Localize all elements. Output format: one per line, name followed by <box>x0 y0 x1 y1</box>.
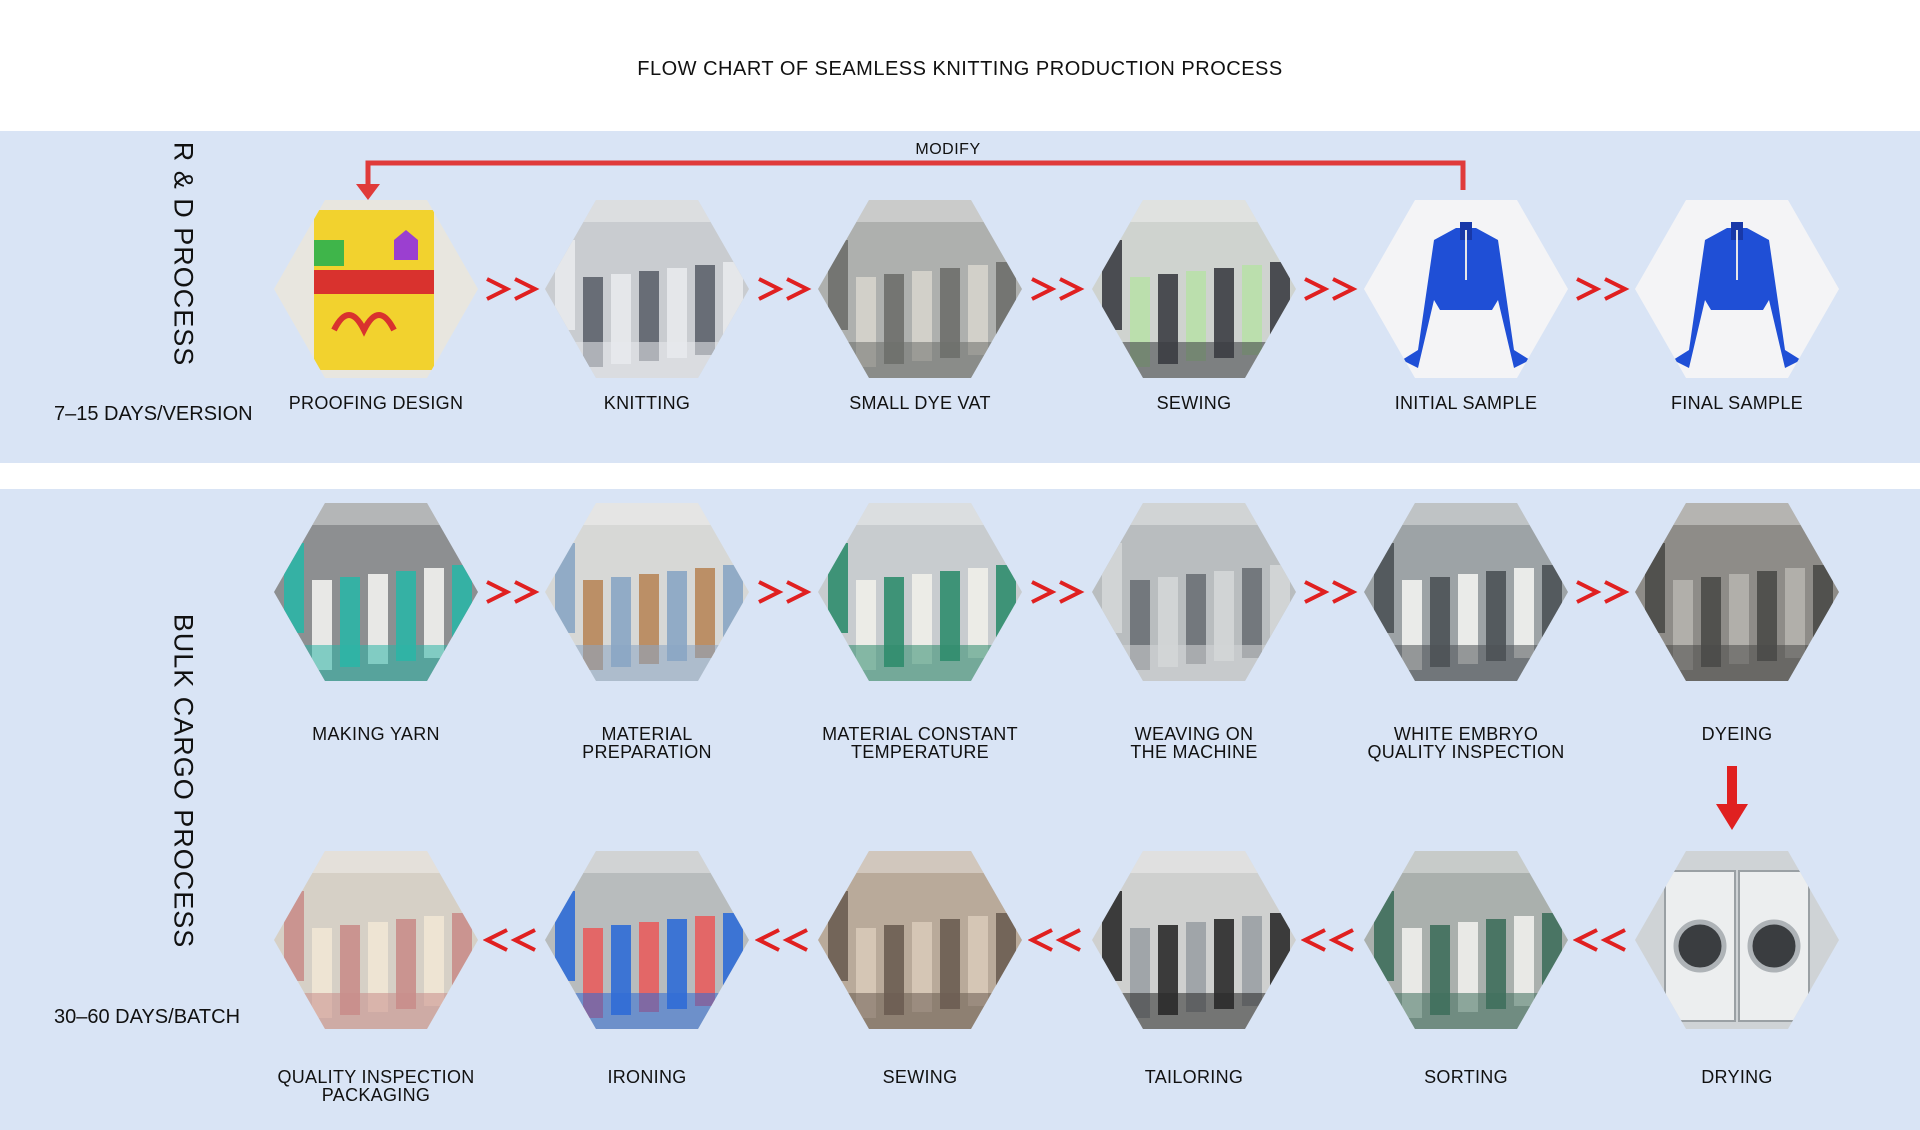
rd-step-label-knitting: KNITTING <box>603 393 691 413</box>
bulk-row1-step-photo-making-yarn <box>274 503 478 681</box>
rd-connector-4: >> <box>1573 276 1631 302</box>
rd-connector-2: >> <box>1028 276 1086 302</box>
bulk-row2-connector-1: << <box>754 927 813 953</box>
rd-step-label-final-sample: FINAL SAMPLE <box>1671 393 1803 413</box>
rd-step-photo-small-dye-vat <box>818 200 1022 378</box>
yarn-racks-photo <box>818 503 1022 681</box>
ironing-workers-photo <box>545 851 749 1029</box>
bulk-row2-step-label-ironing: IRONING <box>607 1067 687 1087</box>
sewing-machine-photo <box>1092 200 1296 378</box>
double-chevron-right-icon: >> <box>485 277 539 301</box>
bulk-row2-step-label-sorting: SORTING <box>1424 1067 1508 1087</box>
knitting-machines-photo <box>545 200 749 378</box>
bulk-row1-step-label-weaving-on-the-machine: WEAVING ON THE MACHINE <box>1130 724 1258 762</box>
rd-duration: 7–15 DAYS/VERSION <box>54 403 253 425</box>
rd-step-label-small-dye-vat: SMALL DYE VAT <box>849 393 991 413</box>
bulk-row2-step-photo-sewing <box>818 851 1022 1029</box>
rd-step-photo-knitting <box>545 200 749 378</box>
warehouse-boxes-photo <box>545 503 749 681</box>
rd-connector-3: >> <box>1301 276 1359 302</box>
bulk-row1-step-photo-weaving-on-the-machine <box>1092 503 1296 681</box>
bulk-row2-step-photo-quality-inspection-packaging <box>274 851 478 1029</box>
rd-connector-1: >> <box>755 276 813 302</box>
double-chevron-right-icon: >> <box>1031 580 1085 604</box>
double-chevron-right-icon: >> <box>1304 277 1358 301</box>
sewing-closeup-photo <box>818 851 1022 1029</box>
double-chevron-left-icon: << <box>1301 928 1354 952</box>
bulk-row1-step-photo-material-preparation <box>545 503 749 681</box>
bulk-duration: 30–60 DAYS/BATCH <box>54 1006 241 1028</box>
double-chevron-left-icon: << <box>754 928 808 952</box>
bulk-row2-step-label-quality-inspection-packaging: QUALITY INSPECTION PACKAGING <box>277 1067 475 1105</box>
bulk-row1-connector-3: >> <box>1301 579 1359 605</box>
bulk-row2-connector-4: << <box>1572 927 1631 953</box>
bulk-row1-connector-0: >> <box>483 579 541 605</box>
double-chevron-left-icon: << <box>482 928 536 952</box>
bulk-row2-step-label-sewing: SEWING <box>882 1067 958 1087</box>
dye-vat-photo <box>818 200 1022 378</box>
bulk-row2-step-photo-drying <box>1635 851 1839 1029</box>
bulk-row1-connector-4: >> <box>1573 579 1631 605</box>
rd-step-label-initial-sample: INITIAL SAMPLE <box>1394 393 1538 413</box>
bulk-row2-connector-0: << <box>482 927 541 953</box>
dryer-machines-photo <box>1635 851 1839 1029</box>
bulk-row2-connector-3: << <box>1301 927 1359 953</box>
sorting-photo <box>1364 851 1568 1029</box>
double-chevron-right-icon: >> <box>757 580 811 604</box>
rd-section-label: R & D PROCESS <box>168 141 199 367</box>
rd-step-photo-final-sample <box>1635 200 1839 378</box>
bulk-row1-connector-2: >> <box>1028 579 1086 605</box>
rd-step-photo-proofing-design <box>274 200 478 378</box>
bulk-row1-step-label-material-constant-temperature: MATERIAL CONSTANT TEMPERATURE <box>822 724 1018 762</box>
bulk-row2-step-photo-tailoring <box>1092 851 1296 1029</box>
double-chevron-right-icon: >> <box>757 277 811 301</box>
rd-step-label-sewing: SEWING <box>1156 393 1232 413</box>
tailoring-photo <box>1092 851 1296 1029</box>
rd-step-photo-initial-sample <box>1364 200 1568 378</box>
double-chevron-right-icon: >> <box>1575 580 1629 604</box>
dyeing-tanks-photo <box>1635 503 1839 681</box>
bulk-row1-step-photo-material-constant-temperature <box>818 503 1022 681</box>
yarn-spools-photo <box>274 503 478 681</box>
bulk-section-label: BULK CARGO PROCESS <box>168 613 199 949</box>
rd-step-label-proofing-design: PROOFING DESIGN <box>288 393 464 413</box>
bulk-row1-step-label-making-yarn: MAKING YARN <box>312 724 440 744</box>
bulk-row1-connector-1: >> <box>755 579 813 605</box>
packaging-table-photo <box>274 851 478 1029</box>
bulk-row1-step-label-dyeing: DYEING <box>1701 724 1773 744</box>
bulk-row1-step-label-white-embryo-quality-inspection: WHITE EMBRYO QUALITY INSPECTION <box>1367 724 1565 762</box>
white-garments-photo <box>1364 503 1568 681</box>
down-arrow-icon <box>1716 766 1748 830</box>
bulk-row1-step-photo-white-embryo-quality-inspection <box>1364 503 1568 681</box>
bulk-row1-step-photo-dyeing <box>1635 503 1839 681</box>
double-chevron-left-icon: << <box>1572 928 1626 952</box>
bulk-row2-step-label-tailoring: TAILORING <box>1144 1067 1244 1087</box>
double-chevron-right-icon: >> <box>485 580 539 604</box>
bulk-row2-step-photo-sorting <box>1364 851 1568 1029</box>
modify-label: MODIFY <box>915 141 981 158</box>
page-title: FLOW CHART OF SEAMLESS KNITTING PRODUCTI… <box>637 58 1283 80</box>
design-board-photo <box>274 200 478 378</box>
rd-connector-0: >> <box>483 276 541 302</box>
double-chevron-right-icon: >> <box>1304 580 1358 604</box>
blue-top-photo <box>1364 200 1568 378</box>
double-chevron-left-icon: << <box>1028 928 1081 952</box>
bulk-row1-step-label-material-preparation: MATERIAL PREPARATION <box>582 724 712 762</box>
weaving-machines-photo <box>1092 503 1296 681</box>
double-chevron-right-icon: >> <box>1575 277 1629 301</box>
bulk-row2-step-label-drying: DRYING <box>1701 1067 1773 1087</box>
bulk-row2-connector-2: << <box>1028 927 1086 953</box>
blue-top-photo <box>1635 200 1839 378</box>
bulk-row2-step-photo-ironing <box>545 851 749 1029</box>
double-chevron-right-icon: >> <box>1031 277 1085 301</box>
rd-step-photo-sewing <box>1092 200 1296 378</box>
